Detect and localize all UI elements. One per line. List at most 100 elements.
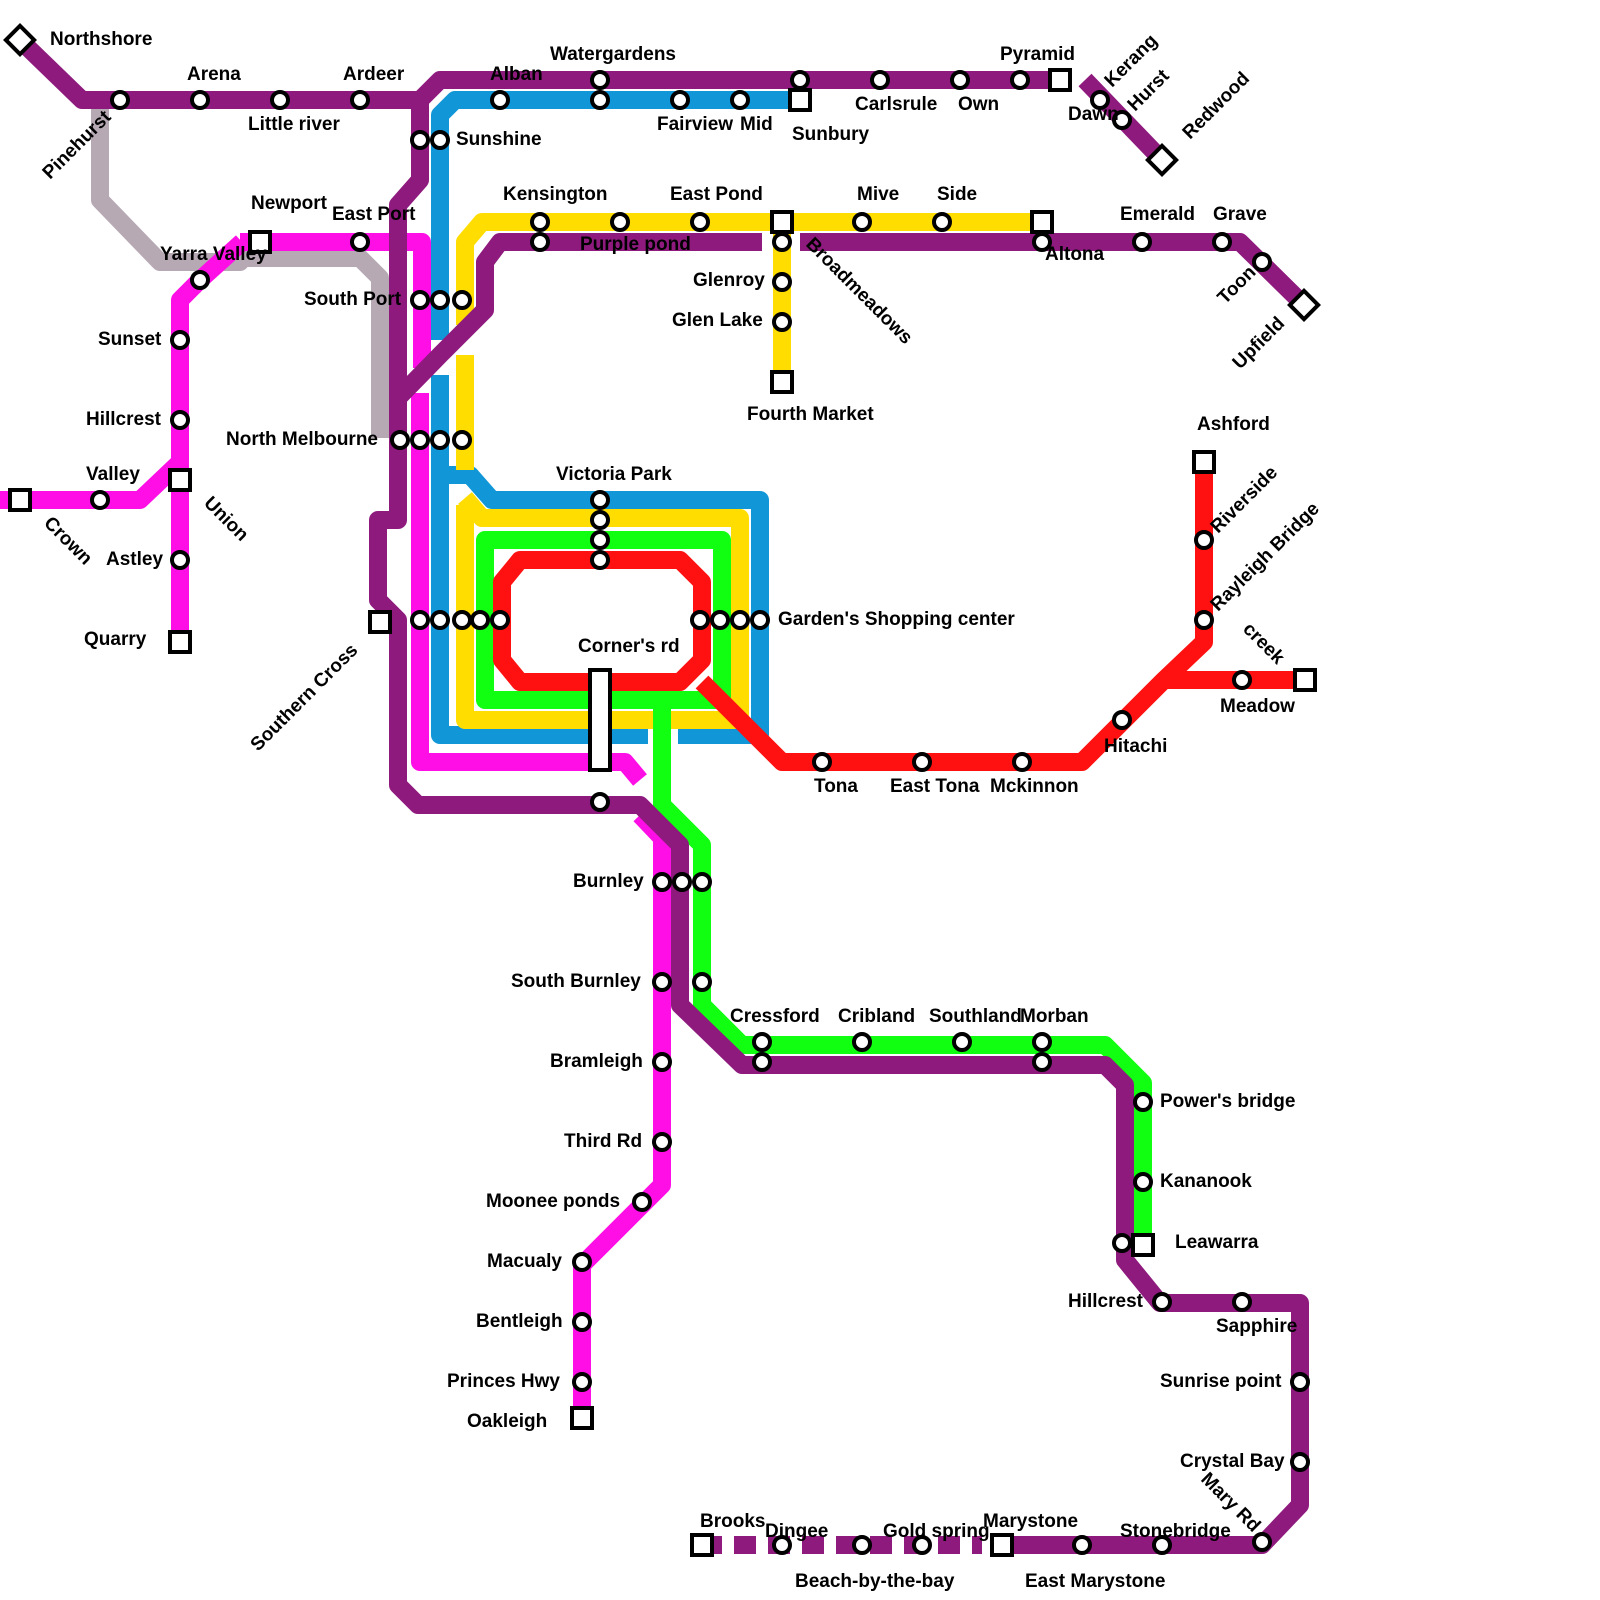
station-south-port-1[interactable] (410, 290, 430, 310)
station-side[interactable] (932, 212, 952, 232)
station-sunrise-point[interactable] (1290, 1372, 1310, 1392)
station-riverside[interactable] (1194, 530, 1214, 550)
station-southern-cross-3[interactable] (452, 610, 472, 630)
terminus-leawarra[interactable] (1131, 1233, 1155, 1257)
terminus-redwood[interactable] (1145, 143, 1179, 177)
station-south-port-2[interactable] (430, 290, 450, 310)
station-creek[interactable] (1232, 670, 1252, 690)
station-ardeer[interactable] (350, 90, 370, 110)
station-pyramid[interactable] (1010, 70, 1030, 90)
station-macualy[interactable] (572, 1252, 592, 1272)
terminus-northshore[interactable] (3, 23, 37, 57)
station-morban-1[interactable] (1032, 1032, 1052, 1052)
terminus-crown[interactable] (8, 488, 32, 512)
station-mive[interactable] (852, 212, 872, 232)
terminus-quarry[interactable] (168, 630, 192, 654)
station-east-tona[interactable] (912, 752, 932, 772)
station-hitachi[interactable] (1112, 710, 1132, 730)
station-mckinnon[interactable] (1012, 752, 1032, 772)
station-beach-by-the-bay[interactable] (852, 1535, 872, 1555)
station-watergardens[interactable] (590, 70, 610, 90)
station-yarra-valley[interactable] (190, 270, 210, 290)
station-kensington-1[interactable] (530, 212, 550, 232)
station-bramleigh[interactable] (652, 1052, 672, 1072)
station-crystal-bay[interactable] (1290, 1452, 1310, 1472)
station-grave[interactable] (1212, 232, 1232, 252)
station-mid[interactable] (730, 90, 750, 110)
terminus-marystone[interactable] (990, 1533, 1014, 1557)
station-victoria-park-2[interactable] (590, 510, 610, 530)
station-hurst[interactable] (1112, 110, 1132, 130)
station-morban-2[interactable] (1032, 1052, 1052, 1072)
station-burnley-3[interactable] (692, 872, 712, 892)
station-broadmeadows[interactable] (772, 232, 792, 252)
station-southland[interactable] (952, 1032, 972, 1052)
station-mary-rd[interactable] (1252, 1532, 1272, 1552)
station-sunset[interactable] (170, 330, 190, 350)
station-alban[interactable] (490, 90, 510, 110)
station-pinehurst[interactable] (110, 90, 130, 110)
terminus-upfield[interactable] (1287, 288, 1321, 322)
station-altona[interactable] (1032, 232, 1052, 252)
terminus-corners-rd[interactable] (588, 668, 612, 772)
station-sunbury-jct[interactable] (790, 70, 810, 90)
station-burnley-2[interactable] (672, 872, 692, 892)
station-astley[interactable] (170, 550, 190, 570)
station-cribland[interactable] (852, 1032, 872, 1052)
terminus-sunbury[interactable] (788, 88, 812, 112)
station-dingee[interactable] (772, 1535, 792, 1555)
station-princes-hwy[interactable] (572, 1372, 592, 1392)
station-victoria-park-1[interactable] (590, 490, 610, 510)
station-arena[interactable] (190, 90, 210, 110)
station-gardens-2[interactable] (710, 610, 730, 630)
station-fairview[interactable] (670, 90, 690, 110)
station-powers-bridge[interactable] (1133, 1092, 1153, 1112)
station-stonebridge[interactable] (1152, 1535, 1172, 1555)
station-glen-lake[interactable] (772, 312, 792, 332)
terminus-brooks[interactable] (690, 1533, 714, 1557)
station-sunshine-2[interactable] (430, 130, 450, 150)
station-gardens-4[interactable] (750, 610, 770, 630)
station-sunshine-1[interactable] (410, 130, 430, 150)
station-hillcrest-w[interactable] (170, 410, 190, 430)
station-north-melbourne-2[interactable] (410, 430, 430, 450)
station-bentleigh[interactable] (572, 1312, 592, 1332)
station-glenroy[interactable] (772, 272, 792, 292)
terminus-union[interactable] (168, 468, 192, 492)
station-dawn[interactable] (1090, 90, 1110, 110)
station-emerald[interactable] (1132, 232, 1152, 252)
station-southern-cross-2[interactable] (430, 610, 450, 630)
station-kananook[interactable] (1133, 1172, 1153, 1192)
terminus-side[interactable] (1030, 210, 1054, 234)
terminus-southern-cross[interactable] (368, 610, 392, 634)
terminus-fourth-market[interactable] (770, 370, 794, 394)
station-gardens-1[interactable] (690, 610, 710, 630)
station-southern-cross-1[interactable] (410, 610, 430, 630)
station-valley[interactable] (90, 490, 110, 510)
station-victoria-park-4[interactable] (590, 550, 610, 570)
station-east-port[interactable] (350, 232, 370, 252)
station-gold-spring[interactable] (912, 1535, 932, 1555)
station-southern-cross-4[interactable] (470, 610, 490, 630)
station-leawarra-purple[interactable] (1112, 1233, 1132, 1253)
terminus-east-pond[interactable] (770, 210, 794, 234)
station-third-rd[interactable] (652, 1132, 672, 1152)
station-burnley-1[interactable] (652, 872, 672, 892)
station-toon[interactable] (1252, 252, 1272, 272)
station-north-melbourne-4[interactable] (452, 430, 472, 450)
station-watergardens-2[interactable] (590, 90, 610, 110)
station-north-melbourne-3[interactable] (430, 430, 450, 450)
station-corners-rd-south[interactable] (590, 792, 610, 812)
station-east-pond[interactable] (690, 212, 710, 232)
station-east-marystone[interactable] (1072, 1535, 1092, 1555)
station-cressford-2[interactable] (752, 1052, 772, 1072)
station-north-melbourne-1[interactable] (390, 430, 410, 450)
station-kensington-2[interactable] (530, 232, 550, 252)
station-tona[interactable] (812, 752, 832, 772)
station-little-river[interactable] (270, 90, 290, 110)
station-hillcrest-e[interactable] (1152, 1292, 1172, 1312)
station-carlsrule[interactable] (870, 70, 890, 90)
station-moonee-ponds[interactable] (632, 1192, 652, 1212)
station-south-burnley-green[interactable] (692, 972, 712, 992)
station-southern-cross-5[interactable] (490, 610, 510, 630)
